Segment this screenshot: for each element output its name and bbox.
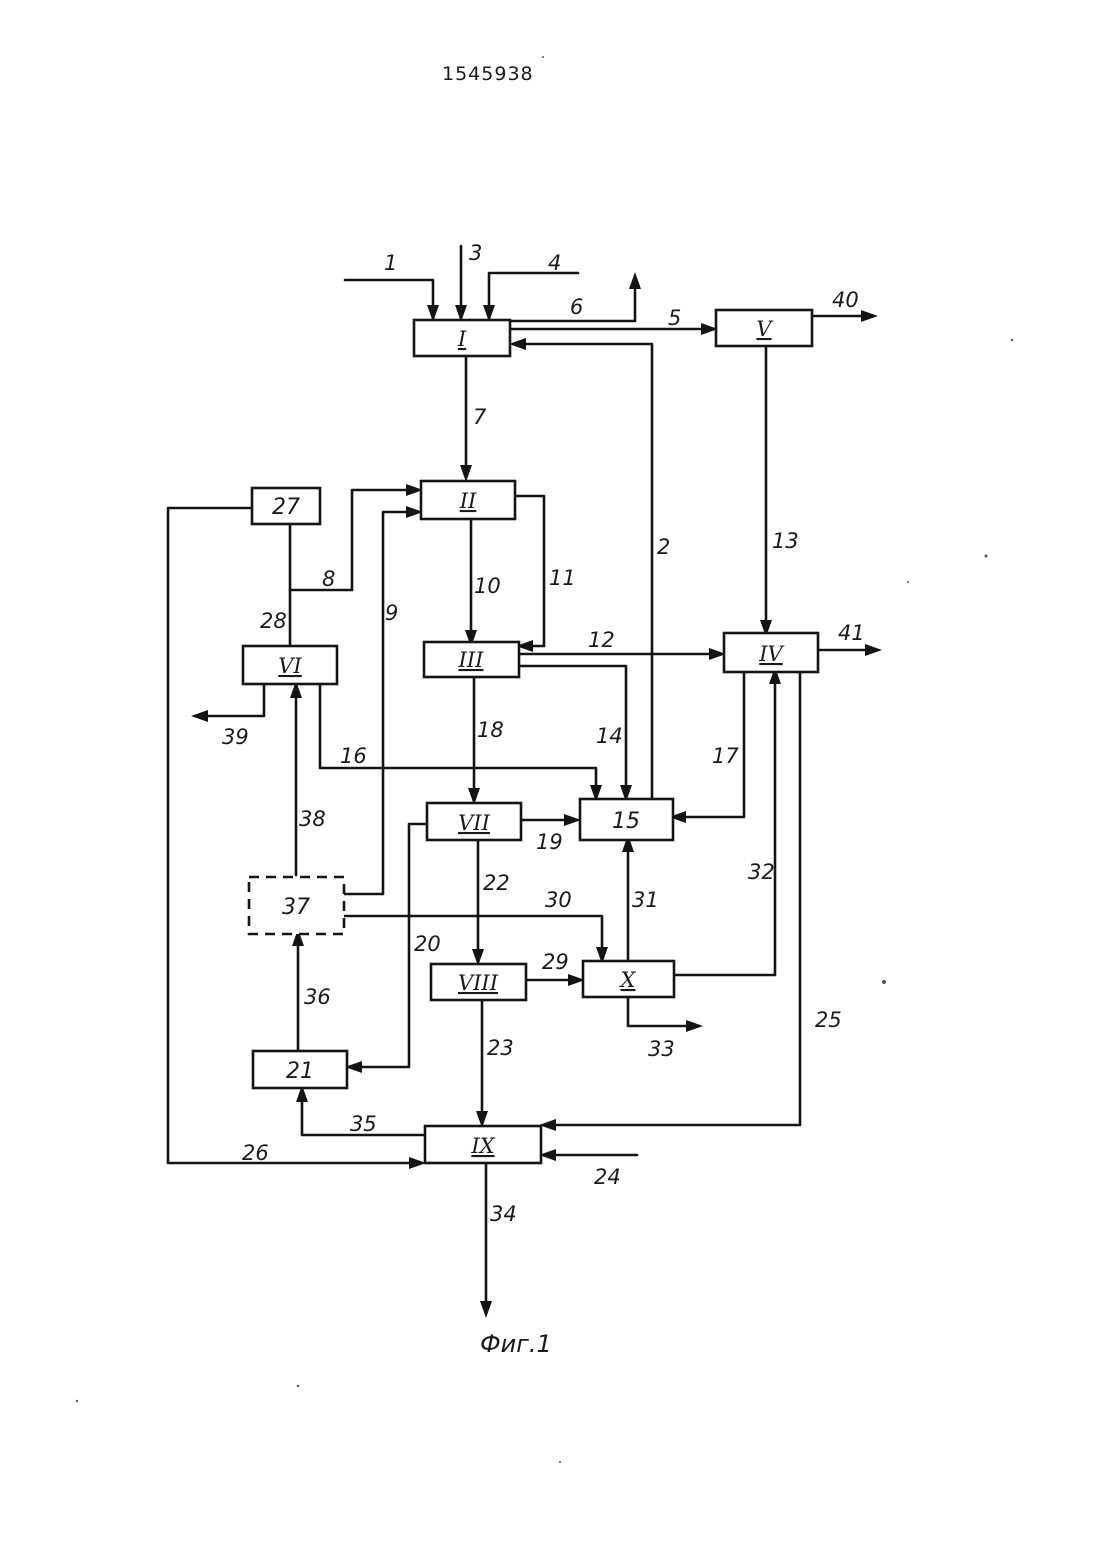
stream-31-label: 31 [632,888,659,912]
stream-23-label: 23 [487,1036,514,1060]
arrowhead-7 [460,465,472,482]
stream-35-label: 35 [350,1112,377,1136]
unit-IX: IX [425,1126,541,1163]
stream-16-label: 16 [340,744,367,768]
unit-27-label: 27 [272,495,300,520]
unit-VIII-label: VIII [458,971,499,995]
stream-11-line [515,496,544,646]
unit-VI-label: VI [278,654,302,678]
arrowhead-26 [409,1157,426,1169]
arrowhead-2 [509,338,526,350]
stream-6-label: 6 [570,295,583,319]
stream-22-label: 22 [483,871,510,895]
stream-40-label: 40 [832,288,859,312]
scan-specks [76,56,1013,1463]
stream-41-label: 41 [838,621,865,645]
unit-15-label: 15 [612,809,640,834]
unit-IV-label: IV [758,642,784,666]
stream-9-line [344,512,418,894]
unit-I: I [414,320,510,356]
stream-36-label: 36 [304,985,331,1009]
stream-8-label: 8 [322,567,335,591]
document-number: 1545938 [442,63,534,85]
unit-21: 21 [253,1051,347,1088]
unit-VI: VI [243,646,337,684]
unit-IX-label: IX [470,1134,495,1158]
stream-10-label: 10 [474,574,501,598]
stream-33-label: 33 [648,1037,675,1061]
unit-VII-label: VII [458,811,490,835]
unit-37-label: 37 [282,895,310,920]
unit-15: 15 [580,799,673,840]
unit-III-label: III [458,648,485,672]
stream-30-label: 30 [545,888,572,912]
stream-32-label: 32 [748,860,775,884]
arrowhead-39 [191,710,208,722]
stream-5-label: 5 [668,306,681,330]
stream-12-label: 12 [588,628,615,652]
stream-9-label: 9 [385,601,398,625]
stream-2-line [513,344,652,798]
stream-1-label: 1 [384,251,397,275]
arrowhead-6 [629,272,641,289]
unit-V-label: V [756,317,773,341]
stream-2-label: 2 [657,535,670,559]
stream-4-label: 4 [548,251,561,275]
stream-14-label: 14 [596,724,623,748]
stream-34-label: 34 [490,1202,517,1226]
stream-19-label: 19 [536,830,563,854]
unit-II: II [421,481,515,519]
stream-25-label: 25 [815,1008,842,1032]
unit-VII: VII [427,803,521,840]
unit-X-label: X [619,968,637,992]
stream-38-label: 38 [299,807,326,831]
stream-18-label: 18 [477,718,504,742]
stream-20-label: 20 [414,932,441,956]
stream-1-line [345,280,433,318]
stream-11-label: 11 [549,566,576,590]
unit-37: 37 [249,877,344,934]
unit-II-label: II [459,489,477,513]
stream-29-label: 29 [542,950,569,974]
stream-26-label: 26 [242,1141,269,1165]
stream-32-line [674,672,775,975]
stream-28-label: 28 [260,609,287,633]
arrowhead-41 [865,644,882,656]
unit-III: III [424,642,519,677]
figure-caption: Фиг.1 [480,1330,552,1358]
stream-24-label: 24 [594,1165,621,1189]
unit-27: 27 [252,488,320,524]
unit-I-label: I [457,327,467,351]
arrowhead-40 [861,310,878,322]
arrowhead-34 [480,1301,492,1318]
stream-16-line [320,684,596,797]
unit-V: V [716,310,812,346]
stream-4-line [489,273,578,318]
stream-17-label: 17 [712,744,739,768]
stream-3-label: 3 [469,241,482,265]
unit-21-label: 21 [286,1059,314,1084]
unit-IV: IV [724,633,818,672]
stream-39-label: 39 [222,725,249,749]
arrowhead-19 [564,814,581,826]
stream-7-label: 7 [473,405,487,429]
stream-13-label: 13 [772,529,799,553]
unit-X: X [583,961,674,997]
arrowhead-33 [686,1020,703,1032]
unit-VIII: VIII [431,964,526,1000]
